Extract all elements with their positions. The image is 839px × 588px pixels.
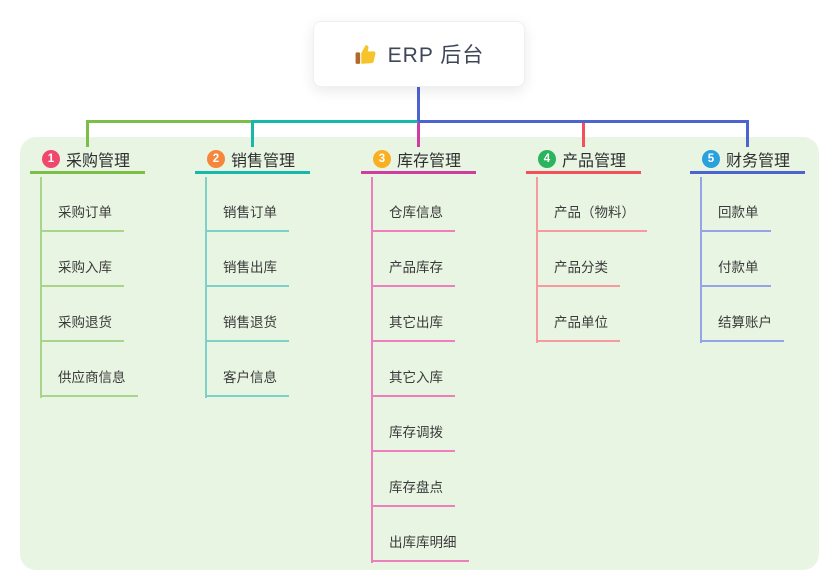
leaf-node[interactable]: 出库库明细 bbox=[371, 533, 469, 562]
leaf-node[interactable]: 采购入库 bbox=[40, 258, 124, 287]
leaf-node[interactable]: 销售退货 bbox=[205, 313, 289, 342]
branch-title-label: 销售管理 bbox=[231, 153, 296, 170]
branch-title-label: 采购管理 bbox=[66, 153, 131, 170]
leaf-node[interactable]: 库存盘点 bbox=[371, 478, 455, 507]
branch-badge-5: 5 bbox=[702, 150, 720, 168]
branch-title-3[interactable]: 3 库存管理 bbox=[361, 147, 476, 174]
leaf-node[interactable]: 其它入库 bbox=[371, 368, 455, 397]
branch-badge-2: 2 bbox=[207, 150, 225, 168]
branch-badge-1: 1 bbox=[42, 150, 60, 168]
bus-segment-3 bbox=[418, 120, 749, 123]
leaf-node[interactable]: 产品分类 bbox=[536, 258, 620, 287]
branch-2: 2 销售管理销售订单销售出库销售退货客户信息 bbox=[195, 147, 310, 398]
bus-segment-2 bbox=[252, 120, 418, 123]
branch-title-label: 产品管理 bbox=[562, 153, 627, 170]
leaf-node[interactable]: 采购订单 bbox=[40, 203, 124, 232]
root-label: ERP 后台 bbox=[387, 44, 485, 67]
thumbs-up-icon bbox=[355, 44, 376, 64]
branch-title-5[interactable]: 5 财务管理 bbox=[690, 147, 805, 174]
leaf-node[interactable]: 付款单 bbox=[700, 258, 771, 287]
root-drop-line bbox=[417, 84, 420, 121]
leaf-node[interactable]: 供应商信息 bbox=[40, 368, 138, 397]
leaf-node[interactable]: 销售订单 bbox=[205, 203, 289, 232]
leaf-node[interactable]: 客户信息 bbox=[205, 368, 289, 397]
leaf-node[interactable]: 结算账户 bbox=[700, 313, 784, 342]
branch-4-drop-line bbox=[582, 120, 585, 147]
branch-badge-3: 3 bbox=[373, 150, 391, 168]
branch-title-label: 财务管理 bbox=[726, 153, 791, 170]
leaf-node[interactable]: 其它出库 bbox=[371, 313, 455, 342]
branch-4: 4 产品管理产品（物料） 产品分类产品单位 bbox=[526, 147, 647, 343]
branch-badge-4: 4 bbox=[538, 150, 556, 168]
leaf-node[interactable]: 仓库信息 bbox=[371, 203, 455, 232]
branch-2-drop-line bbox=[251, 120, 254, 147]
branch-1-drop-line bbox=[86, 120, 89, 147]
branch-title-4[interactable]: 4 产品管理 bbox=[526, 147, 641, 174]
branch-rail-3 bbox=[371, 177, 373, 563]
leaf-node[interactable]: 产品（物料） bbox=[536, 203, 647, 232]
leaf-node[interactable]: 产品单位 bbox=[536, 313, 620, 342]
branch-rail-4 bbox=[536, 177, 538, 343]
branch-3-drop-line bbox=[417, 120, 420, 147]
leaf-node[interactable]: 采购退货 bbox=[40, 313, 124, 342]
leaf-node[interactable]: 库存调拨 bbox=[371, 423, 455, 452]
branch-title-1[interactable]: 1 采购管理 bbox=[30, 147, 145, 174]
branch-1: 1 采购管理采购订单采购入库采购退货供应商信息 bbox=[30, 147, 145, 398]
branch-rail-1 bbox=[40, 177, 42, 398]
branch-title-2[interactable]: 2 销售管理 bbox=[195, 147, 310, 174]
branch-title-label: 库存管理 bbox=[397, 153, 462, 170]
leaf-node[interactable]: 回款单 bbox=[700, 203, 771, 232]
leaf-node[interactable]: 产品库存 bbox=[371, 258, 455, 287]
branch-5-drop-line bbox=[746, 120, 749, 147]
bus-segment-1 bbox=[86, 120, 251, 123]
branch-rail-5 bbox=[700, 177, 702, 343]
leaf-node[interactable]: 销售出库 bbox=[205, 258, 289, 287]
branch-rail-2 bbox=[205, 177, 207, 398]
root-node[interactable]: ERP 后台 bbox=[313, 21, 525, 87]
branch-3: 3 库存管理仓库信息产品库存其它出库其它入库库存调拨库存盘点出库库明细 bbox=[361, 147, 476, 563]
mindmap-panel bbox=[20, 137, 819, 570]
branch-5: 5 财务管理回款单付款单结算账户 bbox=[690, 147, 805, 343]
